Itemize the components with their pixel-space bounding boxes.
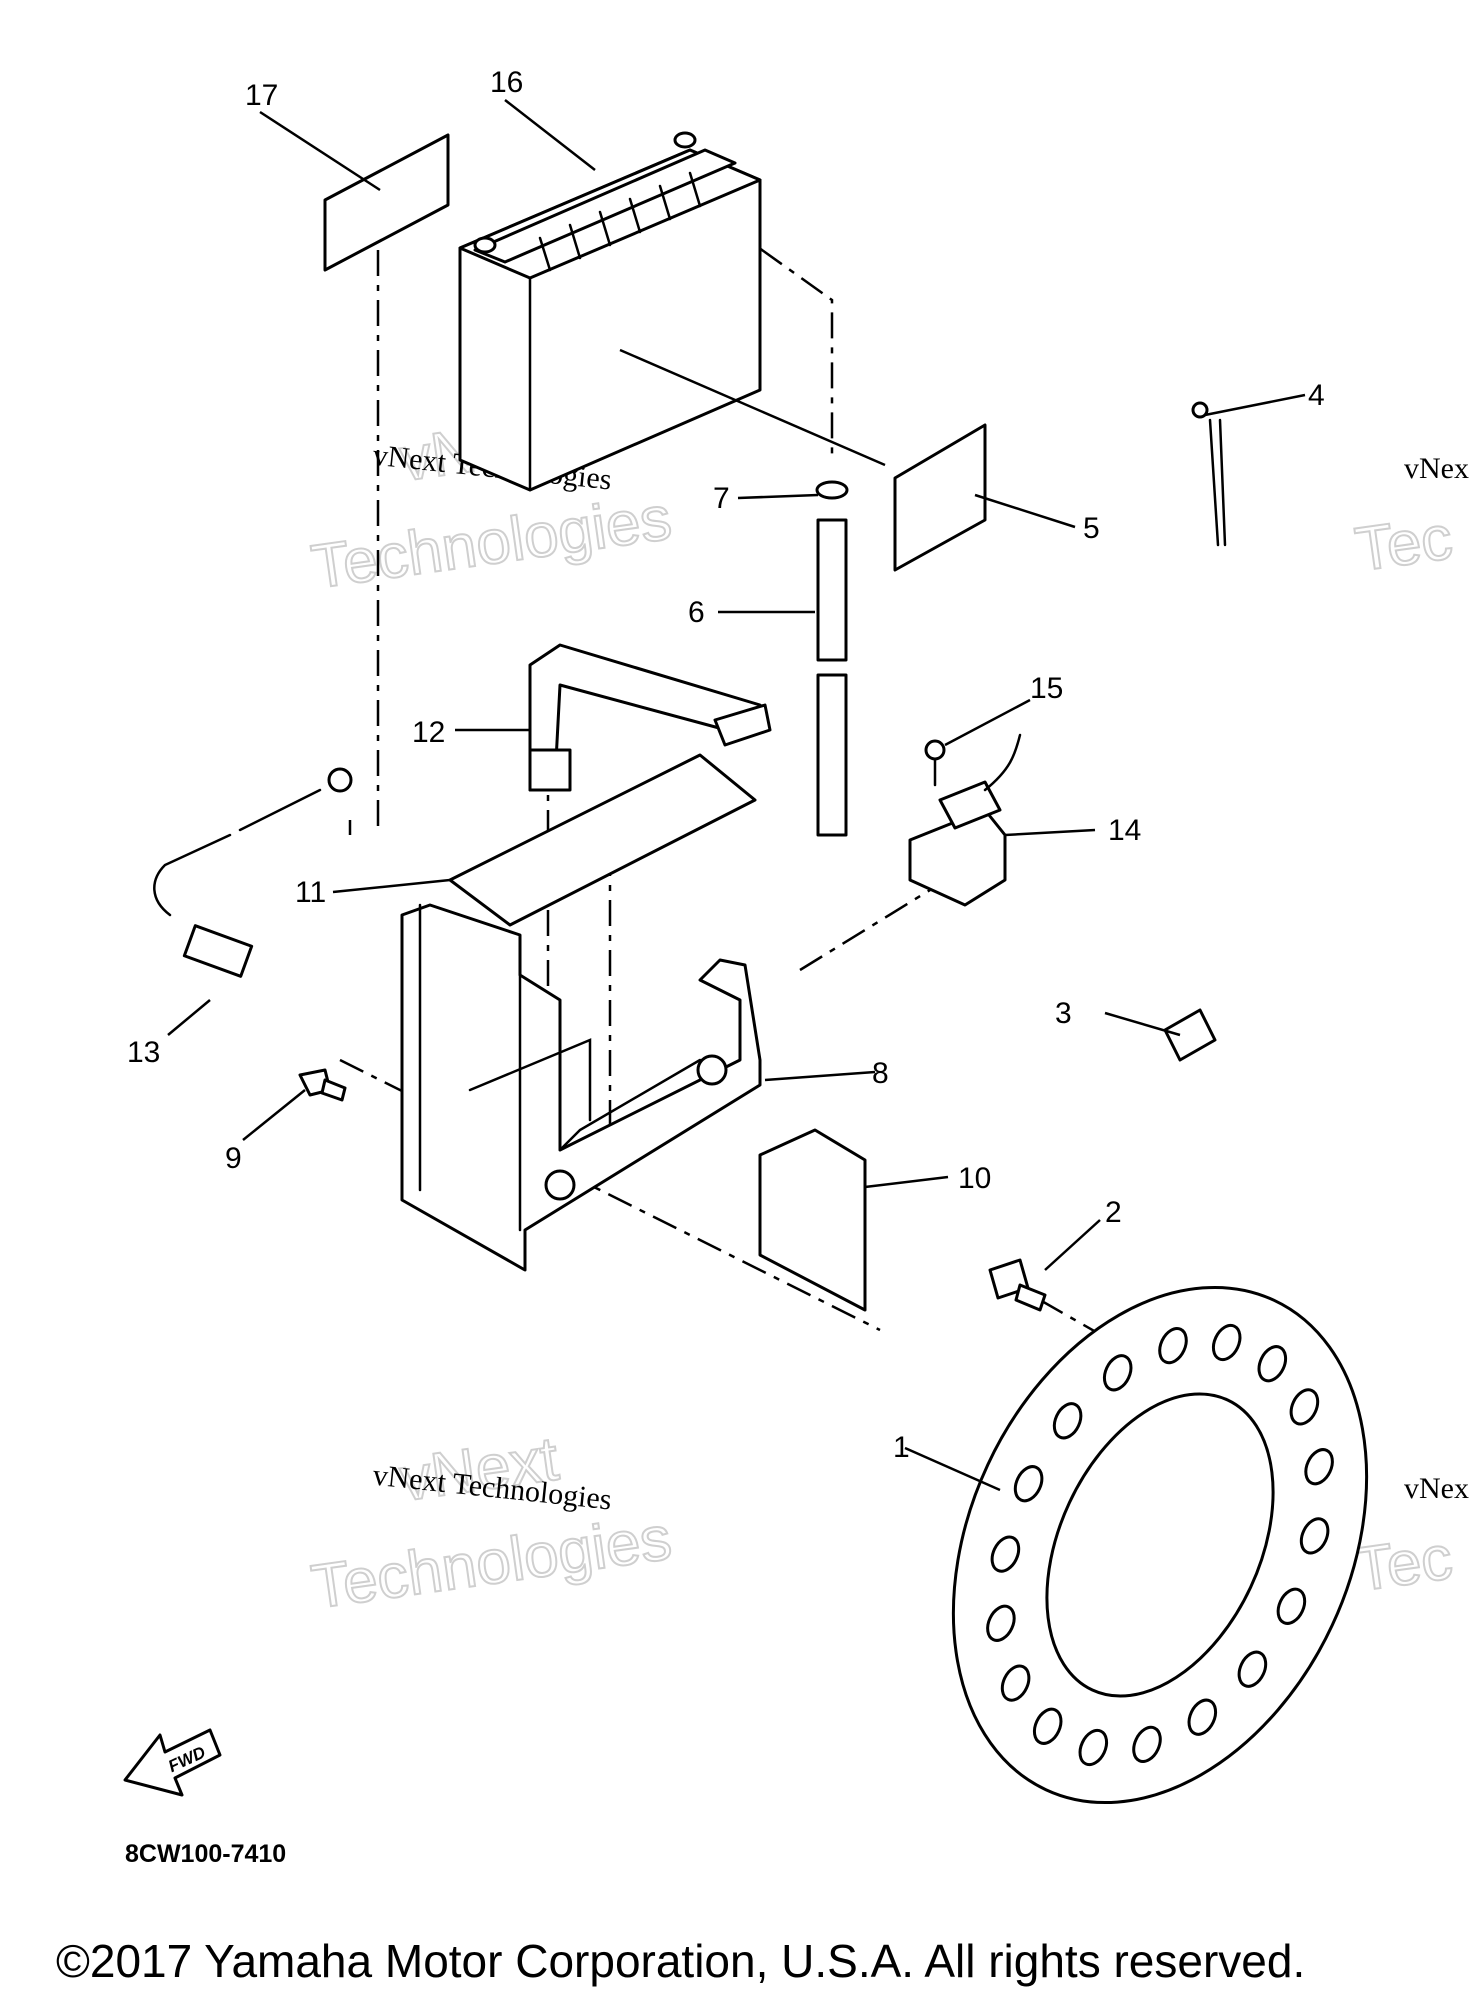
copyright-notice: ©2017 Yamaha Motor Corporation, U.S.A. A… bbox=[56, 1935, 1306, 1987]
hook-part-4 bbox=[1191, 401, 1227, 547]
callout-16: 16 bbox=[490, 66, 523, 99]
watermark-line-edge: vNex bbox=[1404, 452, 1469, 485]
callout-7: 7 bbox=[713, 482, 730, 515]
callout-10: 10 bbox=[958, 1162, 991, 1195]
rotor-hole bbox=[1299, 1517, 1330, 1555]
rotor-hole bbox=[1304, 1448, 1334, 1486]
callout-6: 6 bbox=[688, 596, 705, 629]
rotor-hole bbox=[1257, 1345, 1288, 1383]
callout-4: 4 bbox=[1308, 379, 1325, 412]
rotor-hole bbox=[1000, 1664, 1031, 1702]
rotor-hole bbox=[1102, 1354, 1133, 1392]
rotor-hole bbox=[1013, 1465, 1044, 1503]
callout-12: 12 bbox=[412, 716, 445, 749]
battery-box-part-8 bbox=[400, 903, 762, 1272]
rotor-holes bbox=[986, 1323, 1334, 1767]
callouts: 1 2 3 4 5 6 7 8 9 10 11 12 13 14 15 16 1… bbox=[127, 66, 1325, 1464]
relay-part-14 bbox=[908, 733, 1022, 907]
watermark-big-edge: Tec bbox=[1351, 1523, 1456, 1605]
rotor-hole bbox=[990, 1535, 1021, 1573]
watermark-big-bottom: Technologies bbox=[307, 1504, 675, 1623]
rotor-hole bbox=[986, 1604, 1016, 1642]
callout-1: 1 bbox=[893, 1431, 910, 1464]
rotor-part-1 bbox=[951, 1285, 1369, 1805]
bolt-part-9 bbox=[298, 1068, 347, 1102]
callout-15: 15 bbox=[1030, 672, 1063, 705]
watermark-big-bottom: Technologies bbox=[307, 484, 675, 603]
watermark-big-edge: Tec bbox=[1351, 503, 1456, 585]
rotor-hole bbox=[1158, 1327, 1188, 1365]
sheet-part-5 bbox=[893, 423, 987, 572]
fwd-arrow: FWD bbox=[123, 1728, 222, 1797]
rotor-hole bbox=[1032, 1707, 1063, 1745]
bolt-part-2 bbox=[988, 1258, 1047, 1312]
rotor-hole bbox=[1052, 1402, 1083, 1440]
plate-part-10 bbox=[758, 1128, 867, 1312]
callout-13: 13 bbox=[127, 1036, 160, 1069]
lead-part-13 bbox=[153, 767, 353, 978]
rotor-hole bbox=[1211, 1323, 1242, 1362]
screw-part-15 bbox=[924, 739, 946, 787]
callout-9: 9 bbox=[225, 1142, 242, 1175]
rotor-hole bbox=[1276, 1587, 1307, 1625]
pad-part-11 bbox=[448, 753, 757, 927]
hose-part-6 bbox=[815, 480, 849, 837]
rotor-hole bbox=[1237, 1650, 1268, 1688]
rotor-hole bbox=[1132, 1725, 1162, 1763]
strap-part-12 bbox=[528, 643, 772, 792]
callout-5: 5 bbox=[1083, 512, 1100, 545]
watermark-line-edge: vNex bbox=[1404, 1472, 1469, 1505]
callout-2: 2 bbox=[1105, 1196, 1122, 1229]
battery-part-16 bbox=[458, 131, 762, 492]
callout-14: 14 bbox=[1108, 814, 1141, 847]
callout-8: 8 bbox=[872, 1057, 889, 1090]
leader-lines bbox=[167, 99, 1306, 1492]
rotor-hole bbox=[1187, 1698, 1218, 1736]
clip-part-3 bbox=[1163, 1008, 1217, 1062]
callout-17: 17 bbox=[245, 79, 278, 112]
label-part-17 bbox=[323, 133, 450, 272]
diagram-code: 8CW100-7410 bbox=[125, 1840, 287, 1868]
callout-3: 3 bbox=[1055, 997, 1072, 1030]
callout-11: 11 bbox=[295, 876, 326, 909]
rotor-hole bbox=[1078, 1728, 1109, 1767]
rotor-hole bbox=[1289, 1388, 1320, 1426]
